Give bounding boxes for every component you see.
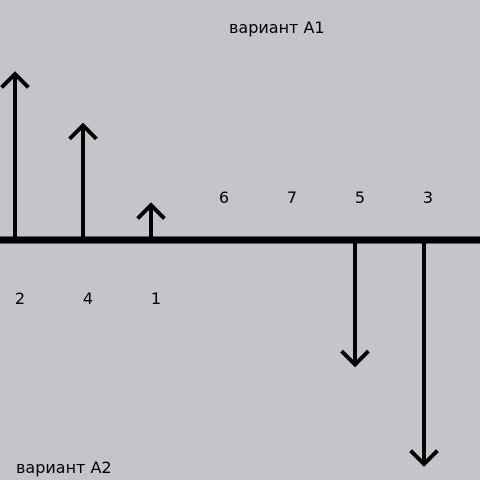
arrow-up-1 [0, 71, 30, 240]
lower-label-3: 1 [150, 289, 162, 308]
arrow-head [409, 449, 439, 467]
arrow-head [0, 71, 30, 89]
upper-label-1: 6 [218, 188, 230, 207]
lower-label-2: 4 [82, 289, 94, 308]
arrow-head [136, 202, 166, 220]
arrow-down-4 [340, 240, 370, 368]
arrow-up-3 [136, 202, 166, 240]
upper-label-3: 5 [354, 188, 366, 207]
arrows-layer [0, 71, 439, 467]
variant-a1-title: вариант А1 [229, 18, 325, 37]
upper-label-4: 3 [422, 188, 434, 207]
upper-label-2: 7 [286, 188, 298, 207]
arrow-head [68, 122, 98, 141]
arrow-head [340, 349, 370, 368]
arrow-up-2 [68, 122, 98, 240]
variant-a2-title: вариант А2 [16, 458, 112, 477]
arrow-down-5 [409, 240, 439, 467]
lower-label-1: 2 [14, 289, 26, 308]
